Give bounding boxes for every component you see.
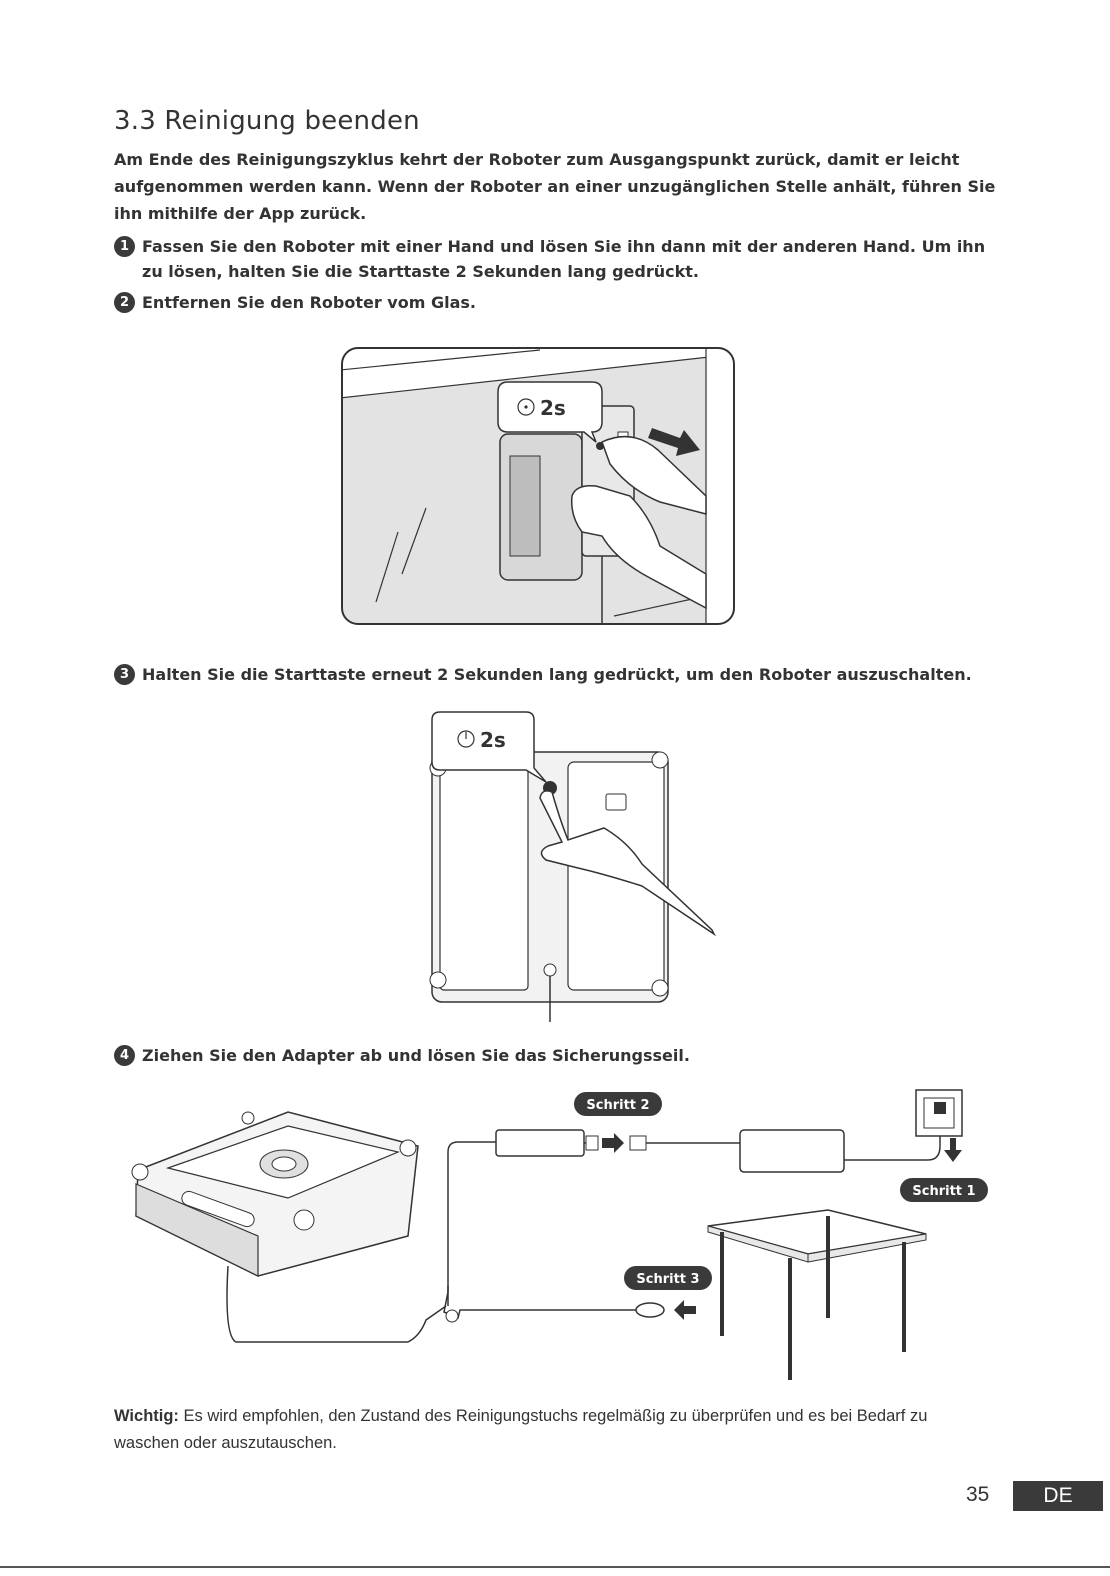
step-2-badge: 2 (114, 292, 135, 313)
step-2: 2 Entfernen Sie den Roboter vom Glas. (114, 290, 994, 315)
remove-robot-illustration: 2s (341, 347, 735, 625)
power-icon (457, 730, 475, 748)
poweroff-callout-text: 2s (480, 728, 506, 752)
note-label: Wichtig: (114, 1407, 179, 1425)
step-2-text: Entfernen Sie den Roboter vom Glas. (142, 293, 476, 312)
step-1-text: Fassen Sie den Roboter mit einer Hand un… (142, 237, 986, 281)
section-title: 3.3 Reinigung beenden (114, 106, 420, 136)
schritt-3-label (624, 1266, 712, 1290)
step-3: 3 Halten Sie die Starttaste erneut 2 Sek… (114, 662, 994, 687)
step-4-text: Ziehen Sie den Adapter ab und lösen Sie … (142, 1046, 690, 1065)
step-4-badge: 4 (114, 1045, 135, 1066)
page-number: 35 (966, 1483, 990, 1506)
language-tab: DE (1013, 1481, 1103, 1511)
intro-paragraph: Am Ende des Reinigungszyklus kehrt der R… (114, 150, 996, 223)
step-3-badge: 3 (114, 664, 135, 685)
schritt-1-label (900, 1178, 988, 1202)
svg-text:Schritt 1: Schritt 1 (912, 1184, 975, 1199)
step-1: 1 Fassen Sie den Roboter mit einer Hand … (114, 234, 994, 284)
start-button-icon (517, 398, 535, 416)
note-text: Es wird empfohlen, den Zustand des Reini… (114, 1407, 928, 1452)
power-off-illustration: 2s (429, 711, 716, 1022)
disconnect-illustration: Schritt 2 Schritt 1 Schritt 3 (131, 1089, 988, 1380)
step-4: 4 Ziehen Sie den Adapter ab und lösen Si… (114, 1043, 994, 1068)
svg-text:Schritt 2: Schritt 2 (586, 1098, 649, 1113)
bottom-rule (0, 1566, 1110, 1568)
step-3-text: Halten Sie die Starttaste erneut 2 Sekun… (142, 665, 972, 684)
step-1-badge: 1 (114, 236, 135, 257)
schritt-2-label (574, 1092, 662, 1116)
important-note: Wichtig: Es wird empfohlen, den Zustand … (114, 1403, 994, 1457)
svg-text:Schritt 3: Schritt 3 (636, 1272, 699, 1287)
remove-callout-text: 2s (540, 396, 566, 420)
